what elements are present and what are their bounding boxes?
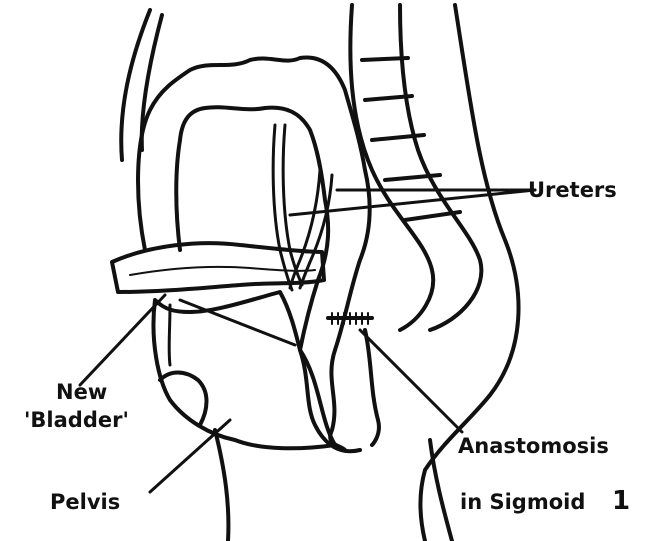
thigh-right xyxy=(430,440,452,541)
thigh-left xyxy=(215,430,228,541)
spine-back xyxy=(400,5,481,330)
label-pelvis: Pelvis xyxy=(50,492,120,513)
sigmoid-left-edge xyxy=(330,350,345,450)
leader-pelvis xyxy=(150,420,230,492)
vertebra-line xyxy=(362,58,408,60)
pelvis-inner-line xyxy=(169,305,170,365)
label-anastomosis: Anastomosis xyxy=(458,436,609,457)
colon-inner xyxy=(176,107,328,350)
label-ureters: Ureters xyxy=(528,180,617,201)
pelvis-diagonal xyxy=(180,300,295,345)
label-in-sigmoid: in Sigmoid xyxy=(460,492,585,513)
label-bladder: 'Bladder' xyxy=(24,410,129,431)
figure-number: 1 xyxy=(612,488,630,514)
label-new: New xyxy=(56,382,107,403)
colon-outer xyxy=(138,57,370,350)
